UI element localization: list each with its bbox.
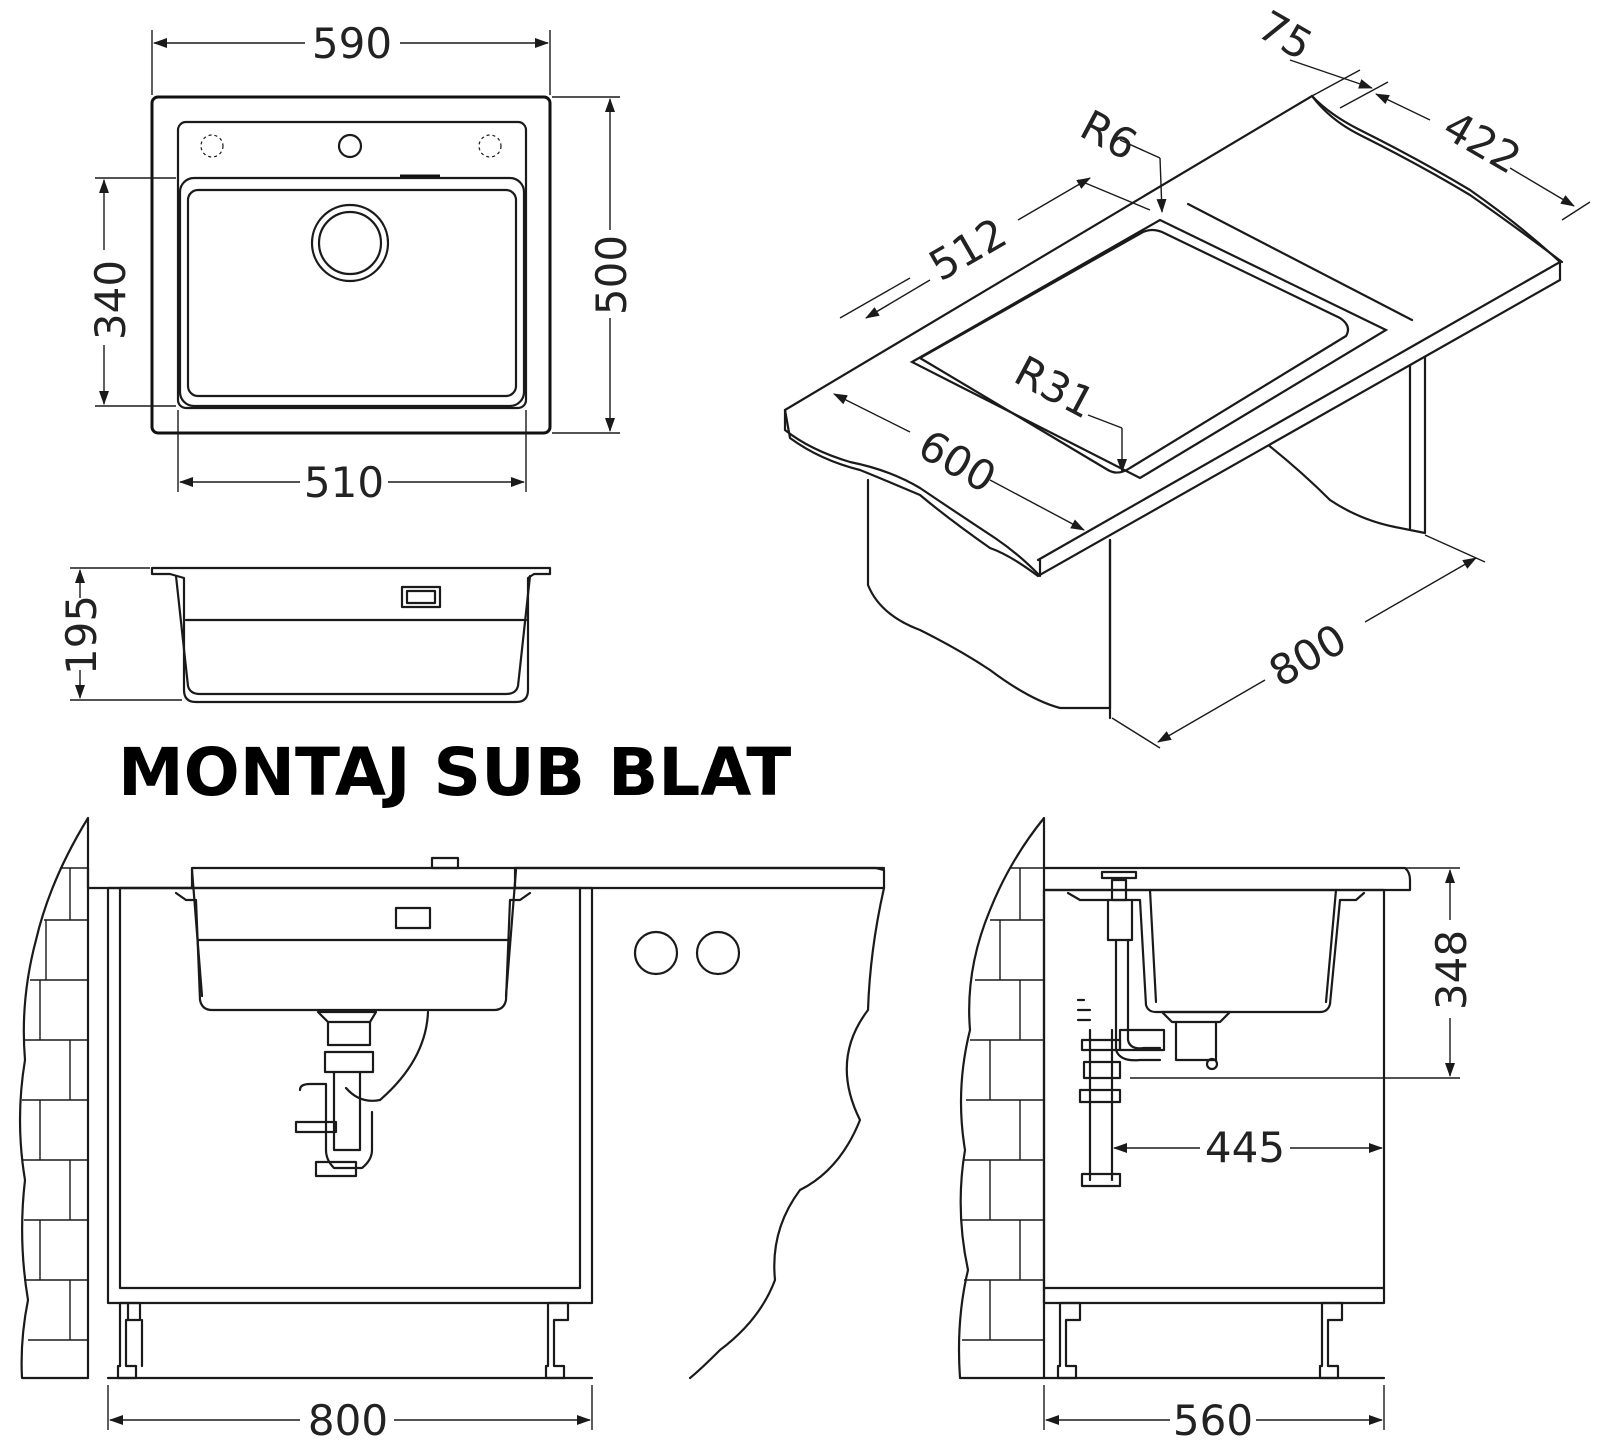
bowl-inner xyxy=(186,188,518,398)
dim-500: 500 xyxy=(587,235,636,315)
tap-stub xyxy=(430,856,460,870)
section-outline xyxy=(150,566,552,704)
overflow-front xyxy=(394,906,432,930)
dim-340: 340 xyxy=(86,260,135,340)
valve-left xyxy=(633,930,679,976)
dim-510: 510 xyxy=(304,458,384,507)
brick-wall-right xyxy=(962,867,1044,1341)
optional-tap-hole-right xyxy=(478,134,502,158)
dim-800-iso: 800 xyxy=(1261,614,1355,697)
dim-590: 590 xyxy=(312,19,392,68)
dim-800-front: 800 xyxy=(308,1396,388,1445)
bowl-outer xyxy=(178,176,526,408)
page-title: MONTAJ SUB BLAT xyxy=(118,734,791,811)
dim-348: 348 xyxy=(1427,930,1476,1010)
drain-inner xyxy=(317,210,383,276)
cabinet-side xyxy=(1042,888,1386,1305)
dim-512: 512 xyxy=(921,208,1015,291)
dim-560: 560 xyxy=(1173,1396,1253,1445)
dim-445: 445 xyxy=(1205,1123,1285,1172)
cabinet-front xyxy=(106,886,594,1305)
optional-tap-hole-left xyxy=(200,134,224,158)
sink-cutout xyxy=(909,218,1389,480)
overflow-slot-section xyxy=(400,585,442,609)
top-view: 590 510 500 340 xyxy=(86,19,636,507)
side-install: 348 445 560 xyxy=(957,816,1476,1445)
iso-view: 75 422 R6 512 R31 600 800 xyxy=(783,1,1591,749)
valve-right xyxy=(695,930,741,976)
brick-wall-left xyxy=(22,867,88,1341)
sink-outline xyxy=(150,95,552,435)
dim-75: 75 xyxy=(1250,1,1321,70)
tap-hole xyxy=(337,133,363,159)
dim-r6: R6 xyxy=(1073,100,1145,170)
drain-outer xyxy=(310,203,390,283)
section-view: 195 xyxy=(57,566,552,704)
front-install: 800 xyxy=(18,816,886,1445)
inner-rim xyxy=(176,120,528,410)
dim-195: 195 xyxy=(57,595,106,675)
